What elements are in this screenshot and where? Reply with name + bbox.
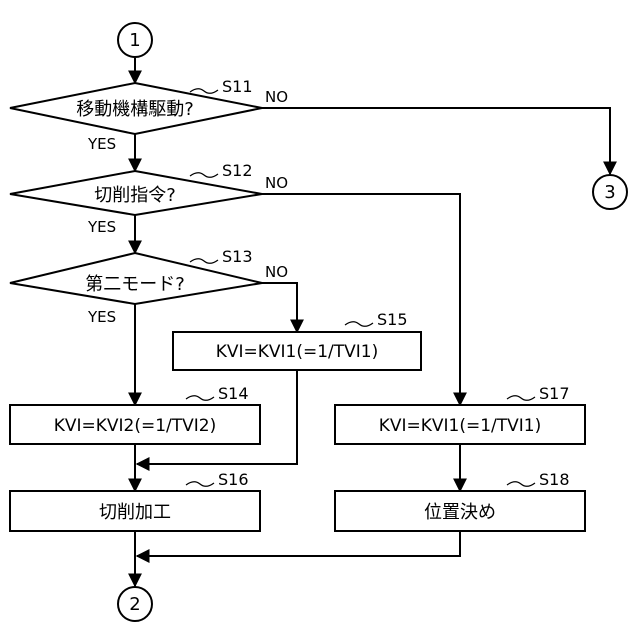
step-id-s12: S12 bbox=[222, 161, 253, 180]
step-id-s14: S14 bbox=[218, 384, 249, 403]
process-s14-text: KVI=KVI2(=1/TVI2) bbox=[54, 416, 217, 436]
s16-leader bbox=[186, 482, 214, 487]
connector-3: 3 bbox=[593, 175, 627, 209]
s14-leader bbox=[186, 396, 214, 401]
s11-yes-label: YES bbox=[87, 135, 116, 153]
step-id-s18: S18 bbox=[539, 470, 570, 489]
step-id-s15: S15 bbox=[377, 310, 408, 329]
decision-s13-text: 第二モード? bbox=[85, 274, 185, 295]
step-id-s11: S11 bbox=[222, 77, 253, 96]
s11-leader bbox=[190, 89, 218, 94]
process-s17-text: KVI=KVI1(=1/TVI1) bbox=[379, 416, 542, 436]
decision-s13: 第二モード? S13 NO YES bbox=[10, 247, 288, 326]
step-id-s17: S17 bbox=[539, 384, 570, 403]
s12-yes-label: YES bbox=[87, 218, 116, 236]
decision-s12-text: 切削指令? bbox=[94, 185, 176, 206]
decision-s11-text: 移動機構駆動? bbox=[76, 99, 194, 120]
s13-no-label: NO bbox=[265, 263, 288, 281]
s13-leader bbox=[190, 259, 218, 264]
arrow-s18-merge bbox=[137, 531, 460, 556]
step-id-s13: S13 bbox=[222, 247, 253, 266]
decision-s12: 切削指令? S12 NO YES bbox=[10, 161, 288, 236]
connector-2: 2 bbox=[118, 587, 152, 621]
s12-leader bbox=[190, 173, 218, 178]
s13-yes-label: YES bbox=[87, 308, 116, 326]
s11-no-label: NO bbox=[265, 88, 288, 106]
decision-s11: 移動機構駆動? S11 NO YES bbox=[10, 77, 288, 153]
arrow-s12-s17 bbox=[262, 194, 460, 405]
arrow-s13-s15 bbox=[262, 283, 297, 332]
connector-1: 1 bbox=[118, 23, 152, 57]
arrow-s11-c3 bbox=[262, 108, 610, 174]
connector-3-label: 3 bbox=[604, 182, 615, 203]
connector-2-label: 2 bbox=[129, 594, 140, 615]
process-s18-text: 位置決め bbox=[424, 502, 496, 523]
step-id-s16: S16 bbox=[218, 470, 249, 489]
s18-leader bbox=[507, 482, 535, 487]
s15-leader bbox=[345, 322, 373, 327]
s12-no-label: NO bbox=[265, 174, 288, 192]
connector-1-label: 1 bbox=[129, 30, 140, 51]
process-s15-text: KVI=KVI1(=1/TVI1) bbox=[216, 342, 379, 362]
s17-leader bbox=[507, 396, 535, 401]
process-s16-text: 切削加工 bbox=[99, 502, 171, 523]
